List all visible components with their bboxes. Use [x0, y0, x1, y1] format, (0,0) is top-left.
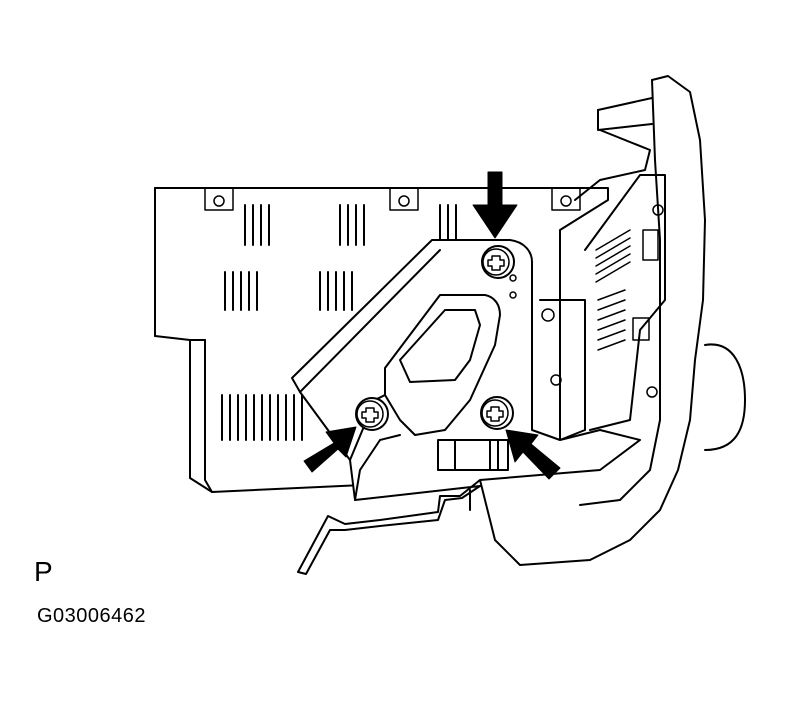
phillips-cross-icon — [361, 407, 379, 423]
bezel-knob — [704, 343, 746, 451]
radio-chassis — [154, 187, 609, 493]
phillips-cross-icon — [487, 255, 505, 271]
bracket-outline — [291, 239, 641, 575]
arrow-right — [505, 429, 561, 480]
bracket-opening — [384, 294, 501, 436]
view-label: P — [34, 556, 53, 587]
arrow-top — [472, 171, 518, 239]
front-bezel — [479, 75, 746, 566]
chassis-tabs — [204, 187, 581, 211]
arrow-left — [303, 426, 357, 473]
screw-top — [481, 245, 515, 279]
screw-left — [355, 397, 389, 431]
chassis-top-outline — [154, 187, 609, 493]
phillips-cross-icon — [486, 406, 504, 422]
screw-right — [480, 396, 514, 430]
bracket-clip — [437, 439, 509, 471]
figure-id: G03006462 — [37, 605, 147, 627]
bezel-outer — [479, 75, 706, 566]
